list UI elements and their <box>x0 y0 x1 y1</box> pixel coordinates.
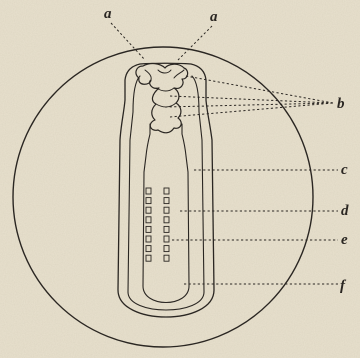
label-b: b <box>337 96 345 112</box>
label-c: c <box>341 162 348 178</box>
label-e: e <box>341 232 348 248</box>
label-a-left: a <box>104 6 112 22</box>
label-d: d <box>341 203 349 219</box>
label-a-right: a <box>210 9 218 25</box>
